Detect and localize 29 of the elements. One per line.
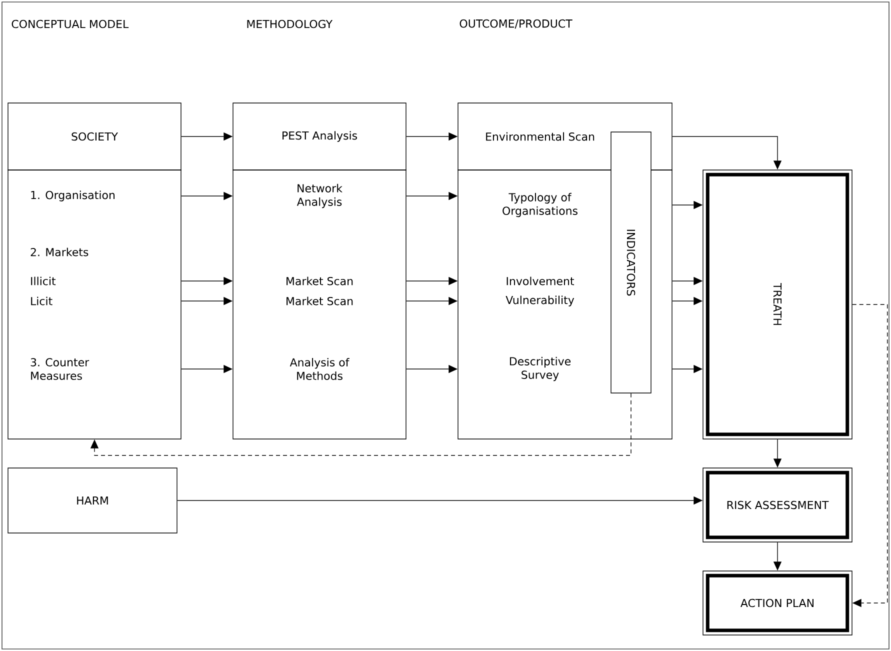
item-text: 3. Counter Measures: [30, 358, 90, 380]
item-text: Analysis of Methods: [290, 358, 350, 380]
item-text: Typology of Organisations: [502, 192, 578, 218]
arrow: [852, 304, 888, 608]
column-heading: CONCEPTUAL MODEL: [12, 20, 129, 28]
column-box: [8, 170, 182, 440]
item-text: Network Analysis: [296, 184, 342, 208]
item-text: Illicit: [31, 276, 56, 286]
column-box: [232, 170, 406, 440]
outcome-box: RISK ASSESSMENT: [702, 468, 852, 542]
outcome-box: TREATH: [702, 170, 852, 440]
column-box: [458, 170, 672, 440]
arrow: [90, 393, 632, 456]
outcome-box: ACTION PLAN: [702, 570, 852, 636]
item-text: Vulnerability: [506, 296, 574, 306]
item-text: 2. Markets: [30, 248, 88, 256]
column-heading: METHODOLOGY: [247, 20, 333, 28]
process-box: Environmental Scan: [458, 102, 672, 170]
indicators-bar: INDICATORS: [610, 132, 652, 394]
item-text: Descriptive Survey: [510, 356, 571, 382]
process-box: HARM: [8, 468, 178, 534]
item-text: Market Scan: [286, 276, 353, 286]
item-text: 1. Organisation: [31, 190, 115, 202]
item-text: Involvement: [506, 276, 574, 286]
item-text: Licit: [31, 296, 52, 306]
process-box: PEST Analysis: [232, 102, 406, 170]
process-box: SOCIETY: [8, 102, 182, 170]
item-text: Market Scan: [286, 296, 353, 306]
column-heading: OUTCOME/PRODUCT: [460, 19, 572, 29]
